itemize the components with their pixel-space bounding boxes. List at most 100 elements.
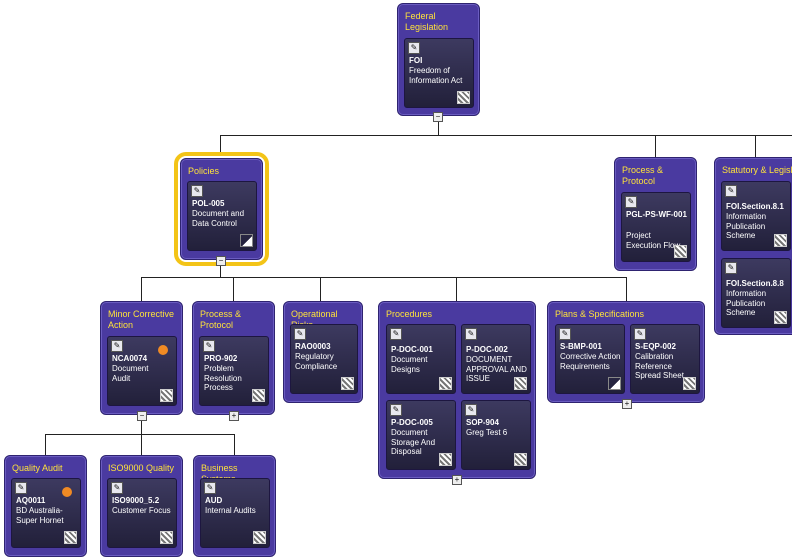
node-minor-corrective-action[interactable]: Minor Corrective Action ✎ NCA0074 Docume… [100, 301, 183, 415]
qr-code-icon[interactable] [674, 245, 687, 258]
pencil-icon[interactable]: ✎ [725, 185, 737, 197]
pencil-icon[interactable]: ✎ [634, 328, 646, 340]
document-card[interactable]: ✎ FOI.Section.8.1 Information Publicatio… [721, 181, 791, 251]
document-card[interactable]: ✎ P-DOC-001 Document Designs [386, 324, 456, 394]
node-title: Statutory & Legisla [722, 165, 792, 175]
node-quality-audit[interactable]: Quality Audit ✎ AQ0011 BD Australia-Supe… [4, 455, 87, 557]
document-card[interactable]: ✎ FOI.Section.8.8 Information Publicatio… [721, 258, 791, 328]
pencil-icon[interactable]: ✎ [191, 185, 203, 197]
pencil-icon[interactable]: ✎ [204, 482, 216, 494]
qr-code-icon[interactable] [240, 234, 253, 247]
card-code: FOI.Section.8.8 [726, 279, 784, 288]
card-code: P-DOC-005 [391, 418, 433, 427]
qr-code-icon[interactable] [64, 531, 77, 544]
pencil-icon[interactable]: ✎ [559, 328, 571, 340]
card-description: Information Publication Scheme [726, 289, 767, 317]
status-dot-icon [62, 487, 72, 497]
node-operational-risks[interactable]: Operational Risks ✎ RAO0003 Regulatory C… [283, 301, 363, 403]
node-title: Process & Protocol [200, 309, 242, 330]
card-code: S-BMP-001 [560, 342, 602, 351]
document-card[interactable]: ✎ S-BMP-001 Corrective Action Requiremen… [555, 324, 625, 394]
pencil-icon[interactable]: ✎ [408, 42, 420, 54]
connector [141, 277, 142, 301]
connector [141, 277, 626, 278]
qr-code-icon[interactable] [514, 453, 527, 466]
card-code: NCA0074 [112, 354, 148, 363]
document-card[interactable]: ✎ AQ0011 BD Australia-Super Hornet [11, 478, 81, 548]
document-card[interactable]: ✎ P-DOC-005 Document Storage And Disposa… [386, 400, 456, 470]
pencil-icon[interactable]: ✎ [390, 328, 402, 340]
qr-code-icon[interactable] [252, 389, 265, 402]
expand-toggle[interactable]: + [622, 399, 632, 409]
qr-code-icon[interactable] [160, 531, 173, 544]
qr-code-icon[interactable] [439, 453, 452, 466]
qr-code-icon[interactable] [457, 91, 470, 104]
pencil-icon[interactable]: ✎ [294, 328, 306, 340]
document-card[interactable]: ✎ PGL-PS-WF-001 Project Execution Flow [621, 192, 691, 262]
node-policies[interactable]: Policies ✎ POL-005 Document and Data Con… [174, 152, 269, 266]
node-process-protocol[interactable]: Process & Protocol ✎ PGL-PS-WF-001 Proje… [614, 157, 697, 271]
qr-code-icon[interactable] [341, 377, 354, 390]
pencil-icon[interactable]: ✎ [625, 196, 637, 208]
collapse-toggle[interactable]: − [433, 112, 443, 122]
node-statutory-legislation[interactable]: Statutory & Legisla ✎ FOI.Section.8.1 In… [714, 157, 792, 335]
card-description: DOCUMENT APPROVAL AND ISSUE [466, 355, 527, 383]
card-description: Problem Resolution Process [204, 364, 242, 392]
node-business-systems[interactable]: Business Systems ✎ AUD Internal Audits [193, 455, 276, 557]
qr-code-icon[interactable] [253, 531, 266, 544]
card-description: Document Audit [112, 364, 149, 383]
qr-code-icon[interactable] [608, 377, 621, 390]
document-card[interactable]: ✎ SOP-904 Greg Test 6 [461, 400, 531, 470]
qr-code-icon[interactable] [774, 234, 787, 247]
connector [141, 420, 142, 435]
node-plans-specifications[interactable]: Plans & Specifications ✎ S-BMP-001 Corre… [547, 301, 705, 403]
card-code: FOI.Section.8.1 [726, 202, 784, 211]
node-procedures[interactable]: Procedures ✎ P-DOC-001 Document Designs … [378, 301, 536, 479]
card-description: Customer Focus [112, 506, 171, 515]
node-title: Plans & Specifications [555, 309, 645, 319]
card-description: Corrective Action Requirements [560, 352, 621, 371]
pencil-icon[interactable]: ✎ [465, 328, 477, 340]
connector [233, 277, 234, 301]
pencil-icon[interactable]: ✎ [15, 482, 27, 494]
card-code: P-DOC-002 [466, 345, 508, 354]
document-card[interactable]: ✎ PRO-902 Problem Resolution Process [199, 336, 269, 406]
pencil-icon[interactable]: ✎ [465, 404, 477, 416]
qr-code-icon[interactable] [514, 377, 527, 390]
card-code: AUD [205, 496, 223, 505]
card-code: RAO0003 [295, 342, 331, 351]
card-code: FOI [409, 56, 423, 65]
node-iso9000-quality[interactable]: ISO9000 Quality ✎ ISO9000_5.2 Customer F… [100, 455, 183, 557]
pencil-icon[interactable]: ✎ [111, 340, 123, 352]
qr-code-icon[interactable] [160, 389, 173, 402]
node-process-protocol[interactable]: Process & Protocol ✎ PRO-902 Problem Res… [192, 301, 275, 415]
connector [438, 121, 439, 136]
document-card[interactable]: ✎ NCA0074 Document Audit [107, 336, 177, 406]
qr-code-icon[interactable] [683, 377, 696, 390]
pencil-icon[interactable]: ✎ [111, 482, 123, 494]
pencil-icon[interactable]: ✎ [725, 262, 737, 274]
document-card[interactable]: ✎ FOI Freedom of Information Act [404, 38, 474, 108]
connector [220, 135, 792, 136]
pencil-icon[interactable]: ✎ [390, 404, 402, 416]
node-title: ISO9000 Quality [108, 463, 175, 473]
document-card[interactable]: ✎ P-DOC-002 DOCUMENT APPROVAL AND ISSUE [461, 324, 531, 394]
expand-toggle[interactable]: + [229, 411, 239, 421]
pencil-icon[interactable]: ✎ [203, 340, 215, 352]
card-code: AQ0011 [16, 496, 46, 505]
expand-toggle[interactable]: + [452, 475, 462, 485]
connector [45, 434, 235, 435]
document-card[interactable]: ✎ RAO0003 Regulatory Compliance [290, 324, 358, 394]
qr-code-icon[interactable] [774, 311, 787, 324]
node-federal-legislation[interactable]: Federal Legislation ✎ FOI Freedom of Inf… [397, 3, 480, 116]
document-card[interactable]: ✎ ISO9000_5.2 Customer Focus [107, 478, 177, 548]
connector [220, 264, 221, 278]
collapse-toggle[interactable]: − [216, 256, 226, 266]
document-card[interactable]: ✎ AUD Internal Audits [200, 478, 270, 548]
collapse-toggle[interactable]: − [137, 411, 147, 421]
card-description: Project Execution Flow [626, 231, 681, 250]
document-card[interactable]: ✎ S-EQP-002 Calibration Reference Spread… [630, 324, 700, 394]
qr-code-icon[interactable] [439, 377, 452, 390]
document-card[interactable]: ✎ POL-005 Document and Data Control [187, 181, 257, 251]
connector [320, 277, 321, 301]
